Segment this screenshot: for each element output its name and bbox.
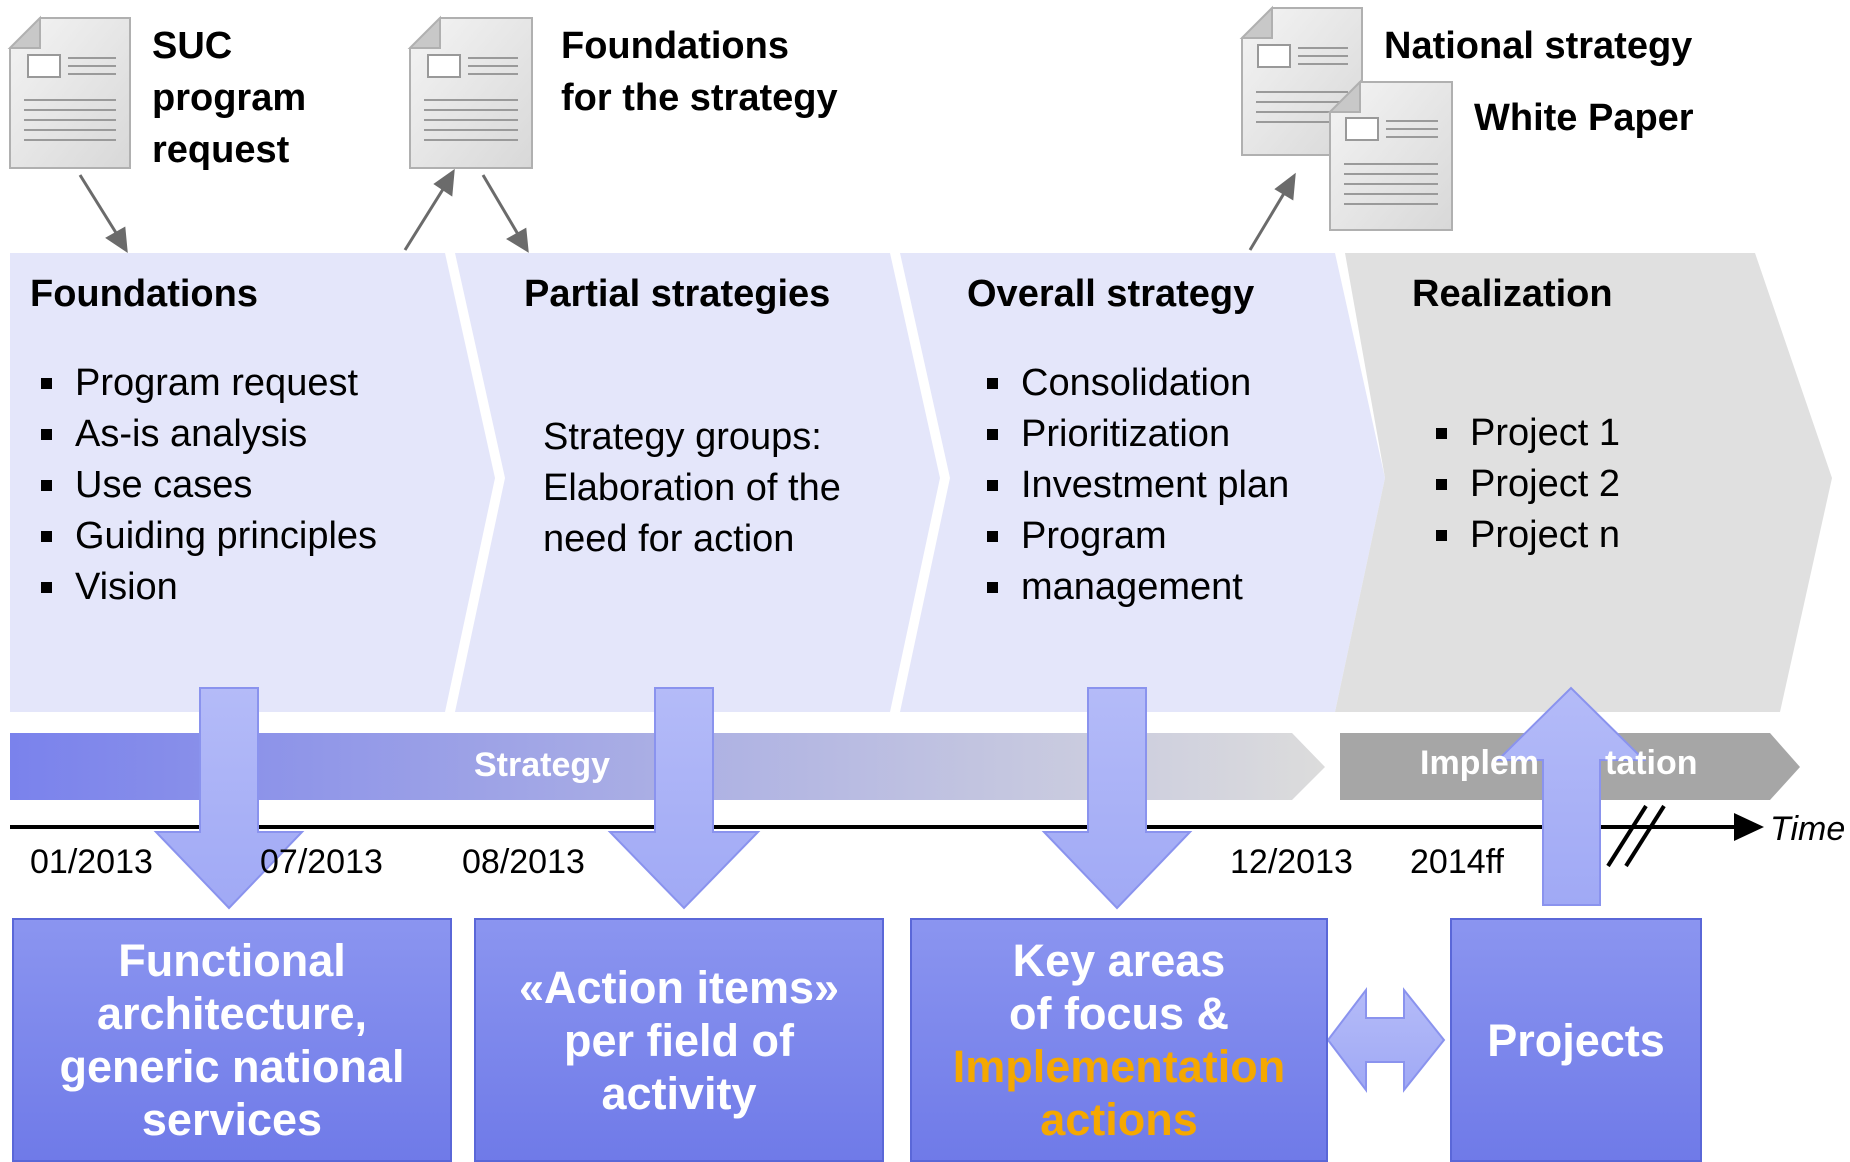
list-item-continuation: management [977, 562, 1289, 613]
output-box-key-areas: Key areas of focus & Implementation acti… [910, 918, 1328, 1162]
list-item-continuation-text: management [1021, 566, 1243, 608]
down-arrow-overall-strategy [1041, 687, 1193, 910]
down-arrow-partial-strategies [607, 687, 761, 910]
output-box-text: Key areas of focus & Implementation acti… [953, 934, 1286, 1146]
phase-list-realization: Project 1 Project 2 Project n [1426, 408, 1620, 561]
output-line-highlight: actions [1040, 1094, 1198, 1145]
phase-list-foundations: Program request As-is analysis Use cases… [31, 358, 377, 613]
output-box-text: Projects [1487, 1014, 1665, 1067]
output-box-text: «Action items» per field of activity [519, 961, 839, 1120]
output-box-bg-projects [1450, 918, 1702, 1162]
axis-break-mark-1 [1606, 804, 1648, 868]
output-line: Key areas [1012, 935, 1226, 986]
implementation-bar-label-left: Implem [1420, 744, 1540, 782]
output-box-bg-key-areas [910, 918, 1328, 1162]
phase-chevron-realization [1335, 253, 1832, 712]
document-label-line: Foundations [561, 25, 789, 67]
output-box-text: Functional architecture, generic nationa… [59, 934, 404, 1146]
timeline-date: 07/2013 [260, 843, 383, 881]
connector-doc-to-partial [481, 174, 521, 237]
output-box-bg-functional-architecture [12, 918, 452, 1162]
phase-chevron-foundations [10, 253, 495, 712]
list-item: Prioritization [977, 409, 1289, 460]
output-box-bg-action-items [474, 918, 884, 1162]
phase-title-overall-strategy: Overall strategy [967, 273, 1255, 315]
list-item: Use cases [31, 460, 377, 511]
list-item: Investment plan [977, 460, 1289, 511]
list-item: As-is analysis [31, 409, 377, 460]
connector-overall-to-national-head [1274, 172, 1296, 201]
timeline-date: 12/2013 [1230, 843, 1353, 881]
connector-doc-to-partial-head [506, 227, 529, 253]
timeline-date: 2014ff [1410, 843, 1504, 881]
document-label-suc-program-request: SUC program request [152, 20, 306, 176]
document-label-national-strategy: National strategy [1384, 25, 1693, 67]
list-item: Consolidation [977, 358, 1289, 409]
list-item: Program [977, 511, 1289, 562]
text-line: Elaboration of the [543, 467, 841, 509]
output-line: architecture, [96, 988, 368, 1039]
phase-title-foundations: Foundations [30, 273, 258, 315]
text-line: Strategy groups: [543, 416, 822, 458]
output-box-projects: Projects [1450, 918, 1702, 1162]
output-box-functional-architecture: Functional architecture, generic nationa… [12, 918, 452, 1162]
phase-chevron-overall-strategy [900, 253, 1385, 712]
document-icon [7, 15, 131, 169]
time-axis-label: Time [1770, 810, 1846, 848]
down-arrow-foundations [153, 687, 305, 910]
phase-title-partial-strategies: Partial strategies [524, 273, 831, 315]
timeline-date: 01/2013 [30, 843, 153, 881]
output-line: generic national [59, 1041, 405, 1092]
list-item: Project 1 [1426, 408, 1620, 459]
document-label-foundations-for-strategy: Foundations for the strategy [561, 20, 838, 124]
output-line: activity [601, 1067, 757, 1119]
output-line: of focus & [1008, 988, 1229, 1039]
strategy-bar-label: Strategy [474, 746, 611, 784]
double-arrow-key-areas-projects [1326, 987, 1446, 1093]
document-label-line: for the strategy [561, 77, 838, 119]
phase-title-realization: Realization [1412, 273, 1613, 315]
phase-text-partial-strategies: Strategy groups: Elaboration of the need… [543, 412, 841, 565]
list-item: Program request [31, 358, 377, 409]
output-box-action-items: «Action items» per field of activity [474, 918, 884, 1162]
output-line: services [141, 1094, 323, 1145]
up-arrow-projects [1495, 686, 1647, 906]
document-icon [1327, 79, 1453, 231]
implementation-bar-label-right: tation [1605, 744, 1698, 782]
connector-suc-to-foundations [78, 174, 120, 237]
document-icon [407, 15, 533, 169]
output-line: Functional [118, 935, 346, 986]
document-label-white-paper: White Paper [1474, 97, 1694, 139]
document-label-line: request [152, 129, 290, 171]
output-line: «Action items» [518, 961, 840, 1013]
document-label-line: program [152, 77, 307, 119]
list-item: Vision [31, 562, 377, 613]
connector-foundations-to-doc [403, 185, 447, 251]
time-axis-arrowhead [1734, 813, 1764, 841]
timeline-date: 08/2013 [462, 843, 585, 881]
list-item: Project 2 [1426, 459, 1620, 510]
connector-overall-to-national [1248, 189, 1288, 251]
document-label-line: SUC [152, 25, 233, 67]
output-line: per field of [563, 1014, 794, 1066]
list-item: Project n [1426, 510, 1620, 561]
output-line: Projects [1487, 1014, 1665, 1066]
output-line-highlight: Implementation [952, 1041, 1286, 1092]
phase-list-overall-strategy: Consolidation Prioritization Investment … [977, 358, 1289, 613]
list-item: Guiding principles [31, 511, 377, 562]
connector-foundations-to-doc-head [433, 168, 455, 197]
connector-suc-to-foundations-head [105, 226, 128, 253]
phase-chevron-partial-strategies [455, 253, 940, 712]
text-line: need for action [543, 518, 795, 560]
axis-break-mark-2 [1624, 804, 1666, 868]
